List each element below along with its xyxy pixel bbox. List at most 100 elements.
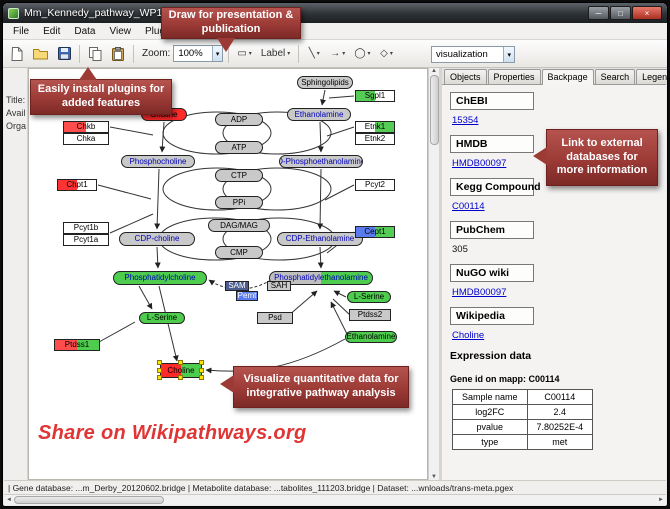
horizontal-scroll-thumb[interactable] bbox=[13, 496, 164, 504]
zoom-combobox[interactable]: 100% ▾ bbox=[173, 45, 224, 62]
open-folder-icon bbox=[33, 48, 48, 59]
paste-button[interactable] bbox=[108, 44, 128, 64]
pathway-node-chkb[interactable]: Chkb bbox=[63, 121, 109, 133]
pathway-node-o-phosphoethanolamine[interactable]: O-Phosphoethanolamine bbox=[279, 155, 363, 168]
status-bar: | Gene database: ...m_Derby_20120602.bri… bbox=[4, 480, 666, 494]
minimize-button[interactable]: ─ bbox=[588, 6, 609, 20]
selection-handle[interactable] bbox=[178, 360, 183, 365]
expression-table-cell: C00114 bbox=[526, 389, 594, 405]
expression-table-cell: 2.4 bbox=[526, 404, 594, 420]
pathway-node-chpt1[interactable]: Chpt1 bbox=[57, 179, 97, 191]
scroll-down-arrow-icon[interactable]: ▼ bbox=[431, 474, 437, 480]
toolbar-separator bbox=[298, 44, 300, 63]
backpage-section-header: HMDB bbox=[450, 135, 534, 153]
pathway-node-ethanolamine[interactable]: Ethanolamine bbox=[345, 331, 397, 343]
pathway-node-etnk2[interactable]: Etnk2 bbox=[355, 133, 395, 145]
horizontal-scrollbar[interactable]: ◄ ► bbox=[4, 494, 666, 505]
pathway-node-cdp-ethanolamine[interactable]: CDP-Ethanolamine bbox=[277, 232, 363, 246]
pathway-node-etnk1[interactable]: Etnk1 bbox=[355, 121, 395, 133]
pathway-node-cmp[interactable]: CMP bbox=[215, 246, 263, 259]
pathway-node-l-serine[interactable]: L-Serine bbox=[139, 312, 185, 324]
toolbar-separator bbox=[228, 44, 230, 63]
pathway-node-pemt[interactable]: Pemt bbox=[236, 291, 258, 301]
pathway-node-pcyt2[interactable]: Pcyt2 bbox=[355, 179, 395, 191]
tab-legend[interactable]: Legend bbox=[636, 69, 667, 84]
pathway-node-phosphatidylcholine[interactable]: Phosphatidylcholine bbox=[113, 271, 207, 285]
pathway-node-adp[interactable]: ADP bbox=[215, 113, 263, 126]
pathway-node-l-serine[interactable]: L-Serine bbox=[347, 291, 391, 303]
selection-handle[interactable] bbox=[199, 367, 204, 373]
label-tool-button[interactable]: Label▾ bbox=[258, 44, 293, 64]
scroll-up-arrow-icon[interactable]: ▲ bbox=[431, 68, 437, 74]
maximize-button[interactable]: □ bbox=[610, 6, 631, 20]
pathway-node-cdp-choline[interactable]: CDP-choline bbox=[119, 232, 195, 246]
menu-view[interactable]: View bbox=[109, 25, 131, 37]
selection-handle[interactable] bbox=[199, 360, 204, 365]
pathway-node-pcyt1b[interactable]: Pcyt1b bbox=[63, 222, 109, 234]
pathway-node-sah[interactable]: SAH bbox=[267, 281, 291, 291]
pathway-node-sphingolipids[interactable]: Sphingolipids bbox=[297, 76, 353, 89]
pathway-node-pcyt1a[interactable]: Pcyt1a bbox=[63, 234, 109, 246]
titlebar[interactable]: Mm_Kennedy_pathway_WP1771_45176.gp ─ □ × bbox=[3, 3, 667, 23]
selection-handle[interactable] bbox=[157, 375, 162, 380]
chevron-down-icon[interactable]: ▾ bbox=[211, 46, 223, 61]
pathway-node-sam[interactable]: SAM bbox=[225, 281, 249, 291]
scroll-left-arrow-icon[interactable]: ◄ bbox=[6, 497, 12, 503]
ellipse-tool-button[interactable]: ◯▾ bbox=[354, 48, 371, 59]
pathway-node-ptdss1[interactable]: Ptdss1 bbox=[54, 339, 100, 351]
pathway-node-phosphocholine[interactable]: Phosphocholine bbox=[121, 155, 195, 168]
save-button[interactable] bbox=[54, 44, 74, 64]
pathway-node-ethanolamine[interactable]: Ethanolamine bbox=[287, 108, 351, 121]
menu-file[interactable]: File bbox=[13, 25, 30, 37]
open-file-button[interactable] bbox=[30, 44, 51, 64]
backpage-link[interactable]: HMDB00097 bbox=[452, 287, 507, 298]
menubar: FileEditDataViewPluginsHelp bbox=[3, 23, 667, 40]
callout-visualize-text: Visualize quantitative data for integrat… bbox=[243, 373, 399, 399]
backpage-link[interactable]: Choline bbox=[452, 330, 485, 341]
pathway-node-sgpl1[interactable]: Sgpl1 bbox=[355, 90, 395, 102]
expression-table-cell: log2FC bbox=[452, 404, 528, 420]
save-icon bbox=[57, 47, 71, 60]
visualization-combobox[interactable]: visualization ▾ bbox=[431, 46, 515, 63]
copy-button[interactable] bbox=[85, 44, 105, 64]
pathway-node-psd[interactable]: Psd bbox=[257, 312, 293, 324]
new-file-button[interactable] bbox=[7, 44, 27, 64]
pathway-node-dag-mag[interactable]: DAG/MAG bbox=[208, 219, 270, 232]
pathway-node-cept1[interactable]: Cept1 bbox=[355, 226, 395, 238]
backpage-link[interactable]: 15354 bbox=[452, 115, 479, 126]
shape-tool-button[interactable]: ◇▾ bbox=[380, 48, 393, 59]
close-button[interactable]: × bbox=[632, 6, 662, 20]
tab-properties[interactable]: Properties bbox=[487, 69, 541, 84]
tab-backpage[interactable]: Backpage bbox=[541, 69, 594, 85]
scroll-right-arrow-icon[interactable]: ► bbox=[658, 497, 664, 503]
chevron-down-icon[interactable]: ▾ bbox=[503, 47, 514, 62]
sidebar-splitter[interactable] bbox=[439, 68, 442, 480]
pathway-node-ptdss2[interactable]: Ptdss2 bbox=[349, 309, 391, 321]
selection-handle[interactable] bbox=[157, 367, 162, 373]
pathway-node-ctp[interactable]: CTP bbox=[215, 169, 263, 182]
tab-search[interactable]: Search bbox=[594, 69, 636, 84]
tab-objects[interactable]: Objects bbox=[444, 69, 487, 84]
chevron-down-icon: ▾ bbox=[389, 51, 393, 57]
backpage-link[interactable]: HMDB00097 bbox=[452, 158, 507, 169]
interaction-tool-button[interactable]: →▾ bbox=[330, 48, 346, 59]
expression-table-cell: 7.80252E-4 bbox=[526, 419, 594, 435]
menu-edit[interactable]: Edit bbox=[43, 25, 61, 37]
pathway-node-ppi[interactable]: PPi bbox=[215, 196, 263, 209]
pathway-canvas[interactable]: SphingolipidsSgpl1CholineEthanolamineChk… bbox=[28, 68, 428, 480]
pathway-node-phosphatidylethanolamine[interactable]: Phosphatidylethanolamine bbox=[269, 271, 373, 285]
canvas-vertical-scrollbar[interactable]: ▲ ▼ bbox=[428, 68, 439, 480]
vertical-scroll-thumb[interactable] bbox=[429, 75, 439, 145]
datanode-tool-button[interactable]: ▭▾ bbox=[237, 48, 252, 59]
menu-data[interactable]: Data bbox=[74, 25, 96, 37]
pathway-node-atp[interactable]: ATP bbox=[215, 141, 263, 154]
line-tool-button[interactable]: ╲▾ bbox=[308, 48, 320, 59]
selection-handle[interactable] bbox=[178, 375, 183, 380]
pathway-node-chka[interactable]: Chka bbox=[63, 133, 109, 145]
callout-install-plugins: Easily install plugins for added feature… bbox=[30, 67, 172, 115]
selection-handle[interactable] bbox=[199, 375, 204, 380]
selection-handle[interactable] bbox=[157, 360, 162, 365]
backpage-link[interactable]: C00114 bbox=[452, 201, 485, 212]
